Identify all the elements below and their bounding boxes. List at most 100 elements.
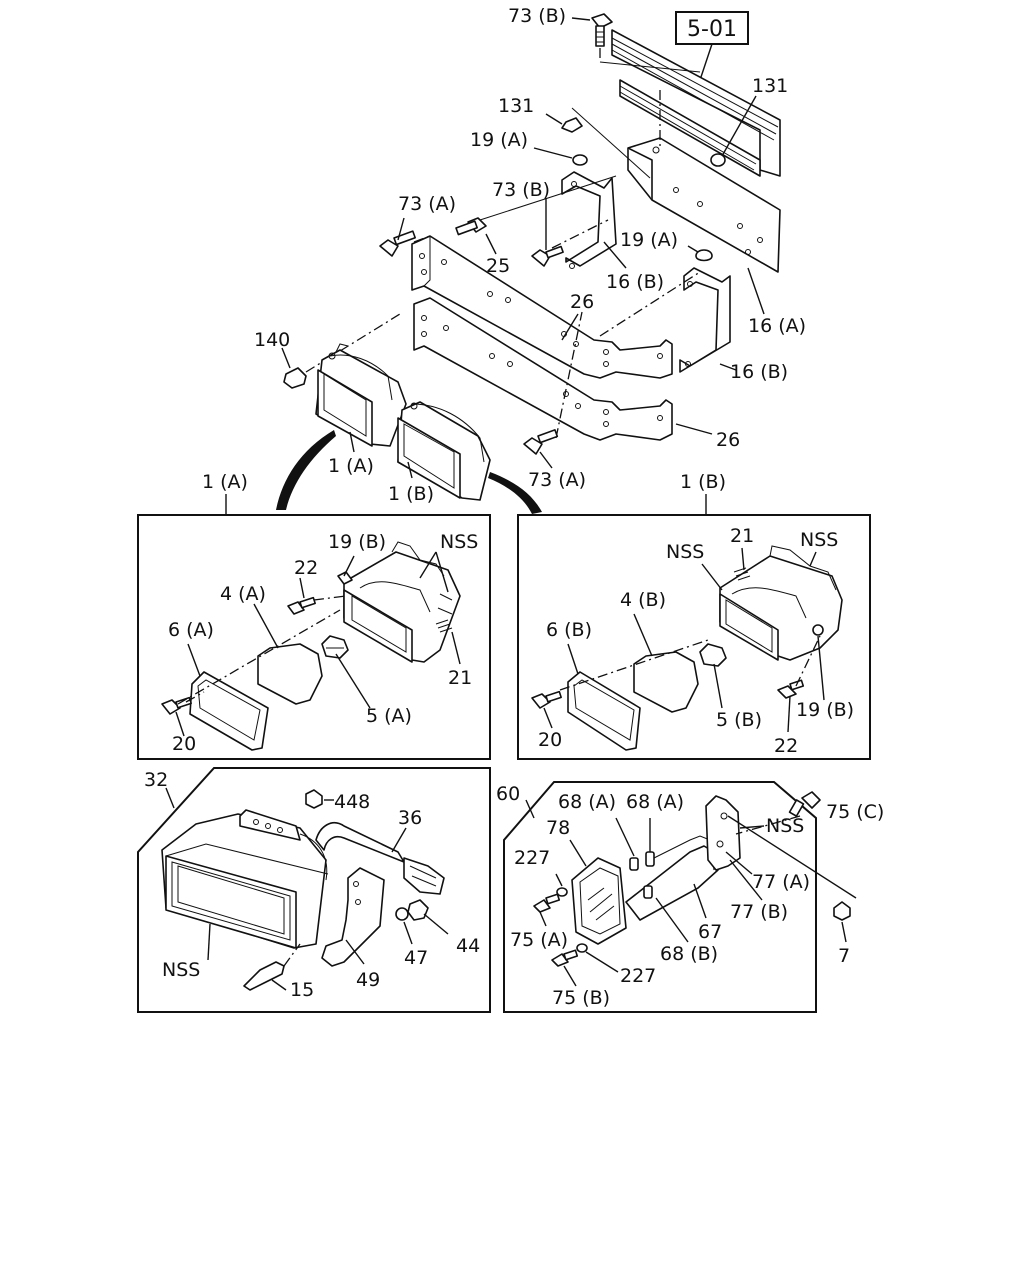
label-22: 22 (774, 735, 798, 757)
label-6B: 6 (B) (546, 619, 592, 641)
headlamp-1B (397, 401, 491, 501)
panel-32: 32 448 36 44 47 NSS 49 15 (137, 767, 491, 1013)
bulb-15 (243, 961, 285, 991)
bracket-49 (321, 867, 385, 967)
panel-60-frame (503, 781, 817, 1013)
bolt-25 (455, 217, 487, 236)
bracket-16B-lower (679, 267, 731, 373)
bulb-5A (321, 635, 349, 659)
label-60: 60 (496, 783, 520, 805)
label-16A: 16 (A) (748, 315, 806, 337)
clip-68A-right (645, 851, 655, 867)
bracket-67 (625, 845, 719, 921)
panel-1B-frame (517, 514, 871, 760)
lens-4B (633, 651, 699, 713)
label-4B: 4 (B) (620, 589, 666, 611)
nut-131-left (561, 117, 583, 133)
label-16B-top: 16 (B) (606, 271, 664, 293)
wire-harness-36 (315, 822, 405, 863)
panel-1B: 21 NSS NSS 4 (B) 6 (B) 19 (B) 5 (B) 20 2… (517, 514, 871, 760)
headlamp-1A (315, 343, 407, 447)
label-131-left: 131 (498, 95, 534, 117)
label-5B: 5 (B) (716, 709, 762, 731)
connector (403, 857, 445, 895)
label-73B-top: 73 (B) (508, 5, 566, 27)
label-22: 22 (294, 557, 318, 579)
label-77B: 77 (B) (730, 901, 788, 923)
label-26-top: 26 (570, 291, 594, 313)
label-15: 15 (290, 979, 314, 1001)
label-36: 36 (398, 807, 422, 829)
label-19A-left: 19 (A) (470, 129, 528, 151)
nut-44 (407, 899, 429, 921)
panel-1A: 19 (B) NSS 22 4 (A) 6 (A) 21 5 (A) 20 (137, 514, 491, 760)
panel-60: 60 68 (A) 68 (A) 78 75 (C) NSS 227 77 (A… (496, 781, 884, 1013)
label-1A-box: 1 (A) (202, 471, 248, 493)
label-448: 448 (334, 791, 370, 813)
side-plate (705, 795, 741, 871)
bolt-73A-bottom (523, 429, 559, 455)
label-227-top: 227 (514, 847, 550, 869)
ref-box-label: 5-01 (687, 17, 737, 42)
label-NSS-left: NSS (666, 541, 704, 563)
label-NSS: NSS (162, 959, 200, 981)
label-1B-mid: 1 (B) (388, 483, 434, 505)
washer-47 (395, 907, 409, 921)
rim-6B (567, 671, 641, 751)
label-67: 67 (698, 921, 722, 943)
label-NSS-right: NSS (800, 529, 838, 551)
label-49: 49 (356, 969, 380, 991)
label-47: 47 (404, 947, 428, 969)
bolt-73A-top (379, 230, 416, 257)
label-75B: 75 (B) (552, 987, 610, 1009)
label-73B-mid: 73 (B) (492, 179, 550, 201)
clip-68B (643, 885, 653, 899)
panel-32-frame (137, 767, 491, 1013)
label-19A-right: 19 (A) (620, 229, 678, 251)
label-131-right: 131 (752, 75, 788, 97)
washer-131-right (710, 153, 726, 167)
bolt-73B-top (591, 13, 613, 47)
label-140: 140 (254, 329, 290, 351)
label-32: 32 (144, 769, 168, 791)
label-227-bottom: 227 (620, 965, 656, 987)
lens-4A (257, 643, 323, 705)
label-68A-right: 68 (A) (626, 791, 684, 813)
label-4A: 4 (A) (220, 583, 266, 605)
label-1A-mid: 1 (A) (328, 455, 374, 477)
label-75C: 75 (C) (826, 801, 884, 823)
label-NSS: NSS (440, 531, 478, 553)
nut-448 (305, 789, 323, 809)
label-19B: 19 (B) (328, 531, 386, 553)
washer-19A-right (695, 249, 713, 262)
label-68A-left: 68 (A) (558, 791, 616, 813)
washer-19A-left (572, 154, 588, 166)
arrow-1B (488, 472, 542, 514)
label-21: 21 (448, 667, 472, 689)
label-1B-box: 1 (B) (680, 471, 726, 493)
bracket-26-lower (413, 297, 673, 441)
arrow-1A (276, 430, 336, 510)
label-75A: 75 (A) (510, 929, 568, 951)
panel-1A-frame (137, 514, 491, 760)
bracket-26-upper (411, 235, 673, 379)
label-5A: 5 (A) (366, 705, 412, 727)
label-68B: 68 (B) (660, 943, 718, 965)
label-20: 20 (172, 733, 196, 755)
label-19B: 19 (B) (796, 699, 854, 721)
label-16B-bottom: 16 (B) (730, 361, 788, 383)
lamp-78 (571, 857, 627, 945)
label-20: 20 (538, 729, 562, 751)
label-6A: 6 (A) (168, 619, 214, 641)
label-NSS: NSS (766, 815, 804, 837)
rim-6A (189, 671, 269, 751)
bolt-73B-mid (531, 245, 564, 267)
bulb-5B (699, 643, 727, 667)
label-73A-top: 73 (A) (398, 193, 456, 215)
label-21: 21 (730, 525, 754, 547)
bracket-16B-upper (561, 171, 617, 269)
label-26-bottom: 26 (716, 429, 740, 451)
nut-140 (283, 367, 307, 389)
